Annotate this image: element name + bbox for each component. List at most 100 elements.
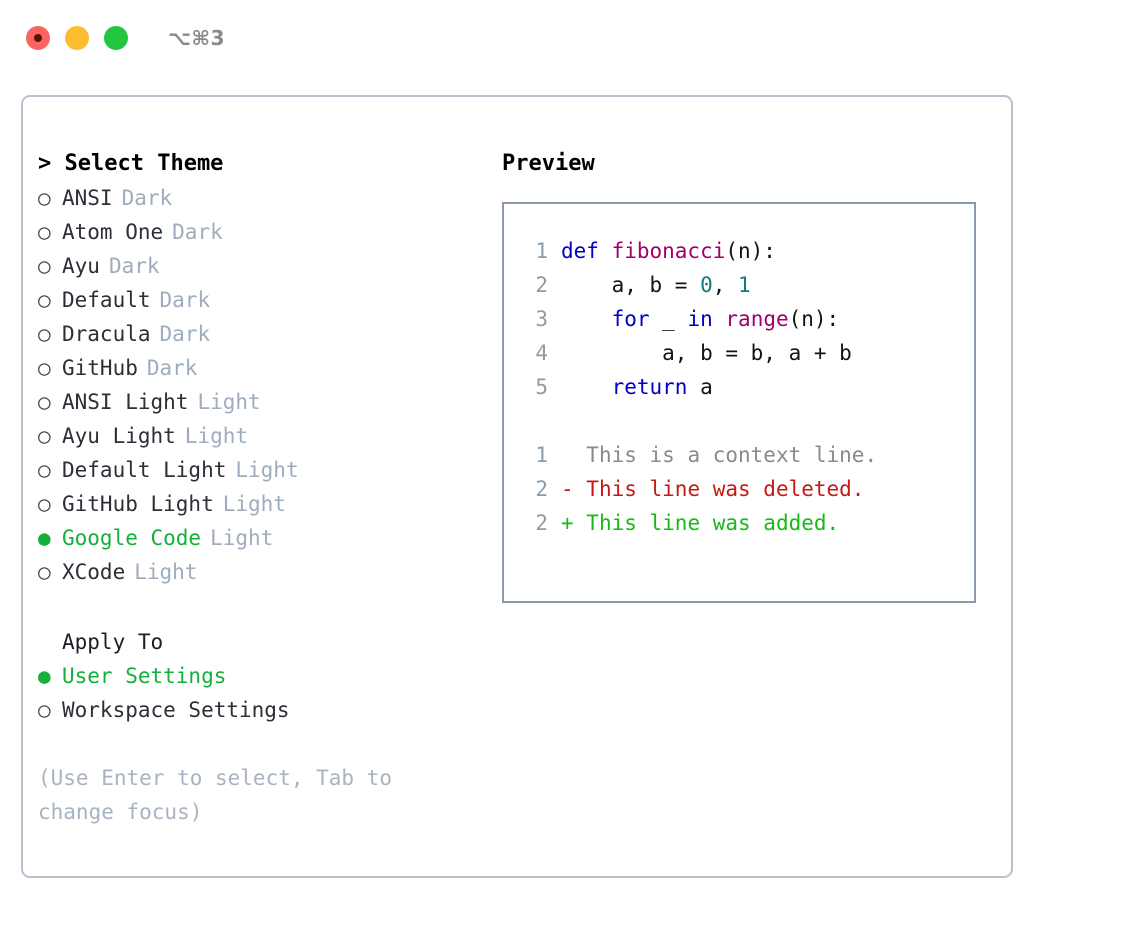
diff-sign: +	[561, 511, 587, 535]
diff-sample: 1 This is a context line.2- This line wa…	[518, 438, 974, 540]
code-blank-line	[518, 404, 974, 438]
code-line-content: return a	[561, 370, 713, 404]
line-number: 3	[535, 307, 548, 331]
theme-option-label: Google Code	[62, 526, 202, 550]
apply-to-header: Apply To	[62, 630, 164, 654]
theme-option-xcode[interactable]: ○ XCode Light	[38, 555, 478, 589]
traffic-lights	[26, 26, 128, 50]
code-token-pl	[713, 307, 726, 331]
radio-unselected-icon: ○	[38, 220, 51, 244]
radio-unselected-icon: ○	[38, 424, 51, 448]
diff-line-number: 1	[535, 443, 548, 467]
keyboard-shortcut-label: ⌥⌘3	[168, 26, 226, 50]
theme-option-ansi-light[interactable]: ○ ANSI Light Light	[38, 385, 478, 419]
close-window-button[interactable]	[26, 26, 50, 50]
code-token-pl: (n):	[725, 239, 776, 263]
code-token-pl: a	[687, 375, 713, 399]
diff-line-ctx: 1 This is a context line.	[518, 438, 974, 472]
theme-category-badge: Dark	[146, 356, 198, 380]
theme-option-label: Default Light	[62, 458, 227, 482]
radio-unselected-icon: ○	[38, 458, 51, 482]
theme-option-default-light[interactable]: ○ Default Light Light	[38, 453, 478, 487]
theme-option-label: Atom One	[62, 220, 164, 244]
titlebar: ⌥⌘3	[0, 0, 1140, 76]
theme-option-dracula[interactable]: ○ Dracula Dark	[38, 317, 478, 351]
theme-category-badge: Dark	[108, 254, 160, 278]
theme-option-label: ANSI Light	[62, 390, 189, 414]
diff-line-content: This is a context line.	[561, 438, 877, 472]
code-line-content: for _ in range(n):	[561, 302, 840, 336]
radio-unselected-icon: ○	[38, 186, 51, 210]
radio-unselected-icon: ○	[38, 356, 51, 380]
code-token-num: 1	[738, 273, 751, 297]
theme-option-label: XCode	[62, 560, 126, 584]
theme-category-badge: Light	[210, 526, 274, 550]
code-token-pl: a, b =	[561, 273, 701, 297]
theme-category-badge: Light	[235, 458, 299, 482]
diff-line-number: 2	[535, 477, 548, 501]
theme-option-label: ANSI	[62, 186, 113, 210]
theme-category-badge: Dark	[159, 322, 211, 346]
minimize-window-button[interactable]	[65, 26, 89, 50]
radio-unselected-icon: ○	[38, 492, 51, 516]
code-token-pl: a, b = b, a + b	[561, 341, 852, 365]
theme-option-label: Dracula	[62, 322, 151, 346]
code-token-kw: def	[561, 239, 612, 263]
code-token-fn: range	[725, 307, 789, 331]
code-token-pl: _	[649, 307, 688, 331]
line-number: 5	[535, 375, 548, 399]
select-theme-header: > Select Theme	[38, 151, 224, 176]
line-number: 1	[535, 239, 548, 263]
diff-sign: -	[561, 477, 587, 501]
code-token-pl: ,	[712, 273, 739, 297]
theme-category-badge: Light	[222, 492, 286, 516]
theme-category-badge: Dark	[172, 220, 223, 244]
theme-category-badge: Light	[184, 424, 249, 448]
diff-text: This line was added.	[586, 511, 840, 535]
code-token-pl	[561, 307, 612, 331]
section-spacer	[38, 589, 478, 625]
apply-to-option-label: Workspace Settings	[62, 698, 290, 722]
diff-line-content: + This line was added.	[561, 506, 839, 540]
diff-sign	[561, 443, 586, 467]
radio-unselected-icon: ○	[38, 560, 51, 584]
diff-line-content: - This line was deleted.	[561, 472, 864, 506]
theme-option-atom-one[interactable]: ○ Atom One Dark	[38, 215, 478, 249]
radio-unselected-icon: ○	[38, 254, 51, 278]
code-line: 5 return a	[518, 370, 974, 404]
theme-option-ayu[interactable]: ○ Ayu Dark	[38, 249, 478, 283]
radio-unselected-icon: ○	[38, 322, 51, 346]
maximize-window-button[interactable]	[104, 26, 128, 50]
radio-unselected-icon: ○	[38, 698, 51, 722]
apply-to-option-workspace-settings[interactable]: ○ Workspace Settings	[38, 693, 478, 727]
theme-category-badge: Light	[197, 390, 261, 414]
code-line: 2 a, b = 0, 1	[518, 268, 974, 302]
code-token-pl	[561, 375, 612, 399]
apply-to-option-user-settings[interactable]: ●User Settings	[38, 659, 478, 693]
preview-header: Preview	[502, 151, 595, 176]
radio-selected-icon: ●	[38, 664, 51, 688]
diff-text: This line was deleted.	[586, 477, 865, 501]
diff-line-add: 2+ This line was added.	[518, 506, 974, 540]
theme-option-label: Default	[62, 288, 151, 312]
code-line: 3 for _ in range(n):	[518, 302, 974, 336]
theme-option-label: Ayu	[62, 254, 100, 278]
radio-unselected-icon: ○	[38, 390, 51, 414]
theme-category-badge: Dark	[159, 288, 211, 312]
theme-option-google-code[interactable]: ● Google Code Light	[38, 521, 478, 555]
radio-selected-icon: ●	[38, 526, 51, 550]
theme-category-badge: Light	[134, 560, 198, 584]
code-token-kw: return	[611, 375, 688, 399]
line-number: 4	[535, 341, 548, 365]
code-token-pl: (n):	[788, 307, 840, 331]
